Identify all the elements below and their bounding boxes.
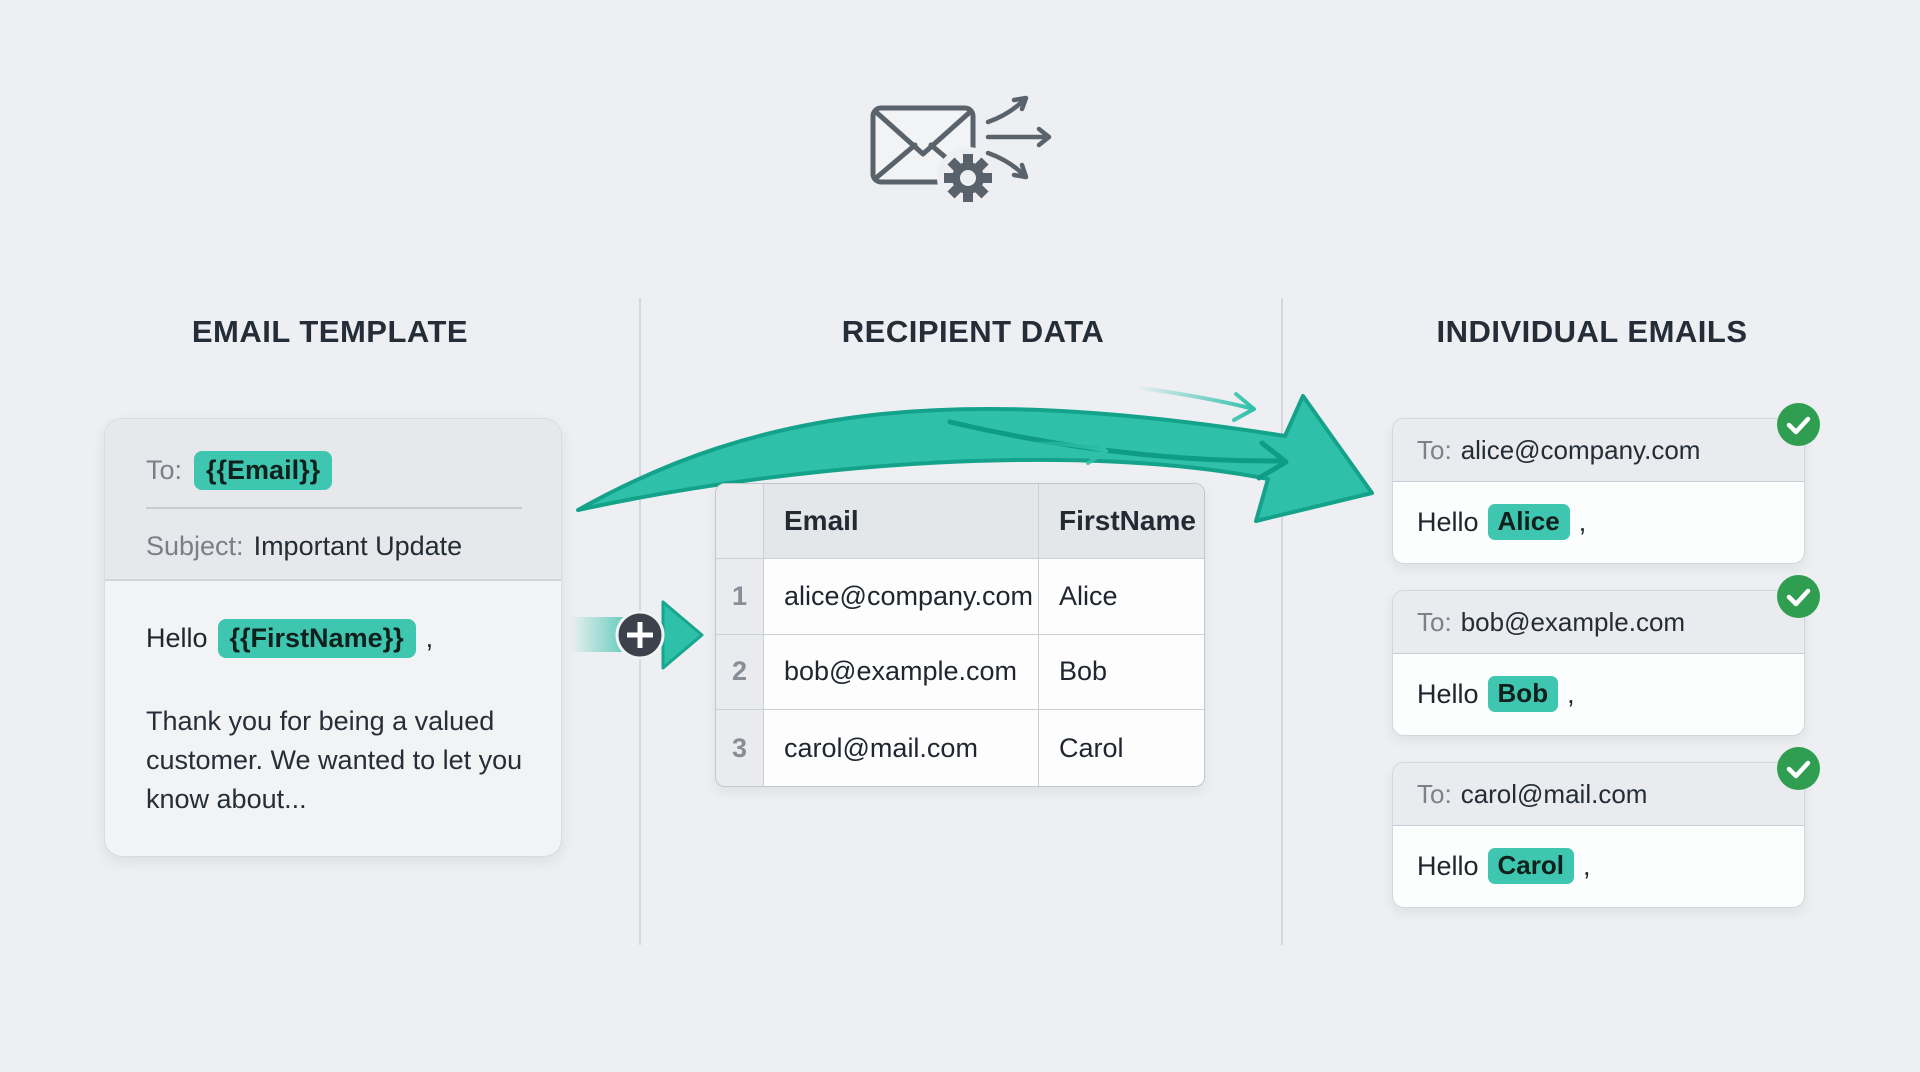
swoosh-chevron-icon <box>947 419 1289 481</box>
column-header-firstname: FirstName <box>1039 484 1204 559</box>
fan-out-arrows-icon <box>985 95 1052 180</box>
to-value: alice@company.com <box>1460 434 1701 465</box>
check-badge-icon <box>1777 575 1820 618</box>
to-label: To: <box>1417 778 1452 809</box>
greeting-suffix: , <box>1567 678 1575 709</box>
greeting-prefix: Hello <box>1417 850 1479 881</box>
email-template-card: To: {{Email}} Subject: Important Update … <box>104 418 562 857</box>
check-badge-icon <box>1777 747 1820 790</box>
email-card-header: To: bob@example.com <box>1393 591 1804 654</box>
subject-value: Important Update <box>253 531 463 561</box>
speed-arrow-lower-icon <box>993 435 1108 465</box>
template-card-body: Hello {{FirstName}} , Thank you for bein… <box>105 581 561 819</box>
recipient-table: Email FirstName 1 alice@company.com Alic… <box>715 483 1205 787</box>
email-card-header: To: alice@company.com <box>1393 419 1804 482</box>
to-label: To: <box>1417 606 1452 637</box>
subject-label: Subject: <box>146 531 244 561</box>
email-card-header: To: carol@mail.com <box>1393 763 1804 826</box>
greeting-prefix: Hello <box>1417 678 1479 709</box>
cell-email: carol@mail.com <box>764 710 1039 786</box>
to-label: To: <box>146 455 183 486</box>
to-value: carol@mail.com <box>1460 778 1648 809</box>
row-number: 3 <box>716 710 764 786</box>
corner-header-cell <box>716 484 764 559</box>
email-card-body: Hello Alice , <box>1393 482 1804 562</box>
row-number: 1 <box>716 559 764 635</box>
merge-step-connector <box>570 600 704 670</box>
email-placeholder-chip: {{Email}} <box>194 451 333 491</box>
email-card-carol: To: carol@mail.com Hello Carol , <box>1392 747 1820 908</box>
name-chip: Alice <box>1487 504 1570 540</box>
greeting-prefix: Hello <box>1417 506 1479 537</box>
cell-firstname: Carol <box>1059 732 1124 763</box>
name-chip: Bob <box>1487 676 1559 712</box>
speed-arrow-upper-icon <box>1138 386 1256 422</box>
greeting-suffix: , <box>1583 850 1591 881</box>
section-title-recipients: RECIPIENT DATA <box>841 314 1105 349</box>
row-number: 2 <box>716 634 764 711</box>
email-card-body: Hello Carol , <box>1393 826 1804 906</box>
header-divider <box>146 507 522 509</box>
merge-arrowhead-icon <box>661 600 704 670</box>
email-card-body: Hello Bob , <box>1393 654 1804 734</box>
email-card-bob: To: bob@example.com Hello Bob , <box>1392 575 1820 736</box>
column-header-email: Email <box>764 484 1039 559</box>
template-body-text: Thank you for being a valued customer. W… <box>146 706 523 815</box>
cell-firstname: Bob <box>1039 635 1204 711</box>
mail-merge-icon <box>870 95 1052 209</box>
firstname-placeholder-chip: {{FirstName}} <box>217 619 416 659</box>
plus-circle-icon <box>615 610 665 660</box>
gear-icon <box>937 147 999 209</box>
check-badge-icon <box>1777 403 1820 446</box>
cell-email: alice@company.com <box>764 559 1039 635</box>
greeting-suffix: , <box>1578 506 1587 537</box>
to-value: bob@example.com <box>1460 606 1686 637</box>
greeting-prefix: Hello <box>146 623 208 654</box>
to-label: To: <box>1417 434 1452 465</box>
cell-firstname: Alice <box>1039 559 1204 635</box>
name-chip: Carol <box>1487 848 1574 884</box>
merge-flow-arrow <box>576 386 1374 523</box>
template-card-header: To: {{Email}} Subject: Important Update <box>105 419 561 581</box>
greeting-suffix: , <box>425 623 434 654</box>
divider-right <box>1281 298 1283 945</box>
email-card-alice: To: alice@company.com Hello Alice , <box>1392 403 1820 564</box>
section-title-individual: INDIVIDUAL EMAILS <box>1436 314 1748 349</box>
swoosh-arrow-shape <box>576 394 1374 523</box>
cell-email: bob@example.com <box>764 634 1039 711</box>
section-title-template: EMAIL TEMPLATE <box>191 314 469 349</box>
